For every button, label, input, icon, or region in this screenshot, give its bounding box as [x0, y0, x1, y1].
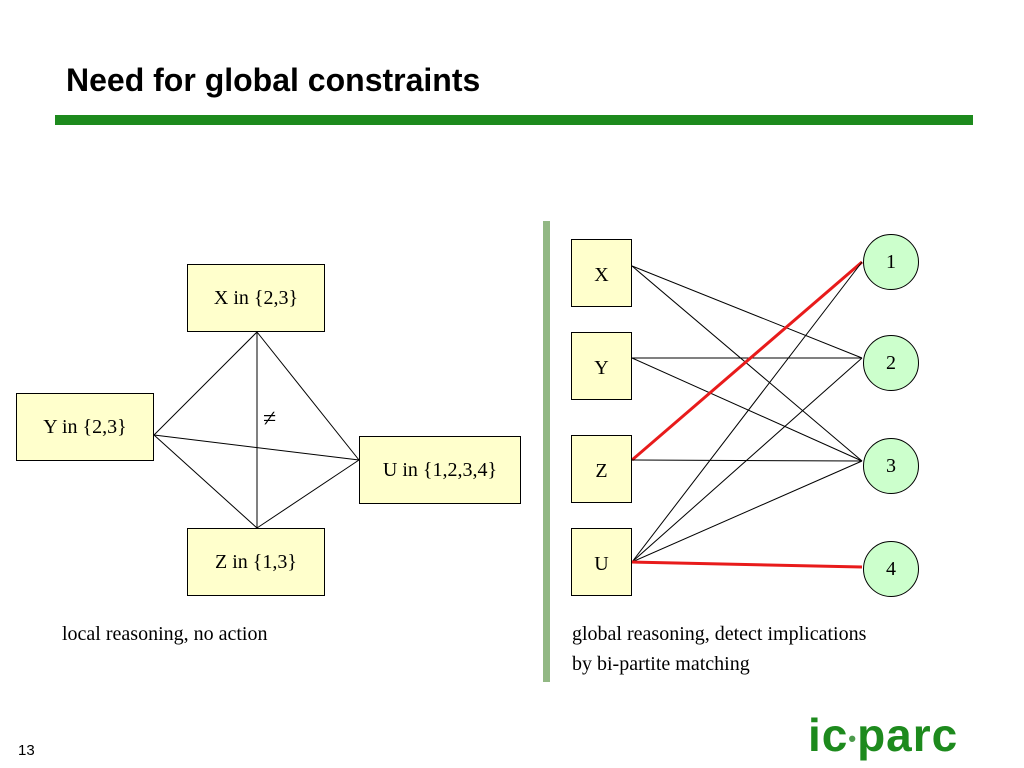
logo-separator: •: [848, 725, 858, 751]
edge-y-u: [153, 434, 360, 461]
global-caption: global reasoning, detect implications by…: [572, 619, 866, 679]
logo-text-ic: ic: [808, 709, 849, 761]
edge-u-3: [631, 460, 863, 563]
node-u-domain: U in {1,2,3,4}: [359, 436, 521, 504]
global-caption-line-2: by bi-partite matching: [572, 653, 750, 675]
value-node-2: 2: [863, 335, 919, 391]
section-divider: [543, 221, 550, 682]
global-caption-line-1: global reasoning, detect implications: [572, 623, 867, 645]
edge-u-4: [631, 560, 863, 569]
edge-u-1: [631, 261, 863, 563]
edge-x-2: [631, 265, 863, 359]
not-equal-symbol: ≠: [263, 406, 277, 432]
node-z-domain: Z in {1,3}: [187, 528, 325, 596]
value-node-1: 1: [863, 234, 919, 290]
value-node-4: 4: [863, 541, 919, 597]
node-x-domain: X in {2,3}: [187, 264, 325, 332]
node-y-domain: Y in {2,3}: [16, 393, 154, 461]
edge-x-3: [631, 265, 863, 462]
slide-number: 13: [18, 742, 35, 759]
edge-u-2: [631, 357, 863, 563]
edge-x-y: [153, 331, 258, 436]
variable-box-y: Y: [571, 332, 632, 400]
variable-box-z: Z: [571, 435, 632, 503]
value-node-3: 3: [863, 438, 919, 494]
edge-x-u: [256, 331, 360, 461]
title-underline: [55, 115, 973, 125]
variable-box-u: U: [571, 528, 632, 596]
variable-box-x: X: [571, 239, 632, 307]
logo-text-parc: parc: [857, 709, 959, 761]
edge-z-u: [256, 459, 360, 529]
slide-title: Need for global constraints: [66, 62, 481, 98]
edge-z-1: [631, 260, 863, 462]
local-caption: local reasoning, no action: [62, 623, 268, 645]
ic-parc-logo: ic•parc: [808, 712, 958, 758]
edge-y-z: [153, 434, 258, 529]
edge-y-3: [631, 357, 863, 462]
